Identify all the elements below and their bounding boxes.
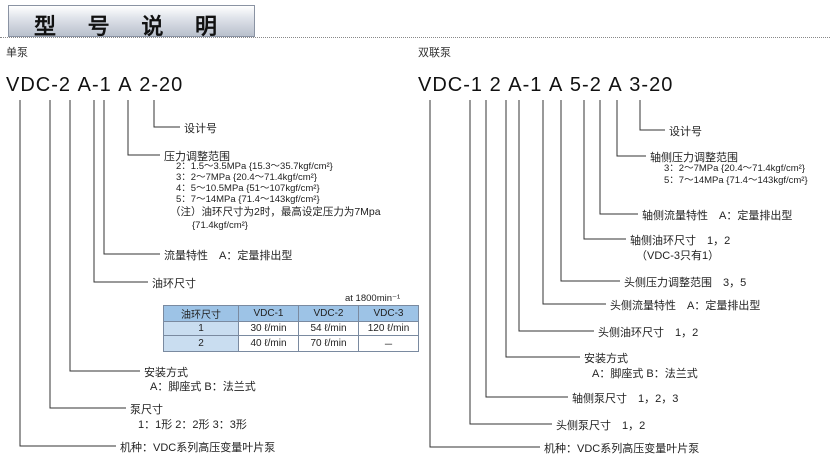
line-d-head-flow [542, 100, 606, 305]
double-pump-section-title: 双联泵 [418, 47, 451, 59]
line-design-no [153, 100, 180, 128]
double-shaft-flow-char: 轴侧流量特性 A：定量排出型 [642, 210, 793, 222]
table-row: 2 40 ℓ/min 70 ℓ/min － [163, 335, 419, 352]
table-cell: 54 ℓ/min [298, 321, 359, 336]
double-mounting-title: 安装方式 [584, 353, 628, 365]
table-cell: 30 ℓ/min [238, 321, 299, 336]
table-header-cell: VDC-1 [238, 305, 299, 322]
table-row-header: 1 [163, 321, 239, 336]
rpm-note: at 1800min⁻¹ [345, 293, 401, 304]
double-head-ring: 头侧油环尺寸 1，2 [598, 327, 699, 339]
line-d-head-pressure [560, 100, 620, 282]
line-flow-char [103, 100, 160, 255]
single-pump-section-title: 单泵 [6, 47, 28, 59]
model-part-shaft-flow: A [608, 74, 623, 96]
model-part-mounting: A [508, 74, 523, 96]
model-part-pressure: 2 [139, 74, 152, 96]
double-head-pump-size: 头侧泵尺寸 1，2 [556, 420, 646, 432]
line-d-mounting [505, 100, 580, 358]
single-pressure-note-unit: {71.4kgf/cm²} [192, 220, 248, 231]
table-header-cell: VDC-2 [298, 305, 359, 322]
double-head-flow-char: 头侧流量特性 A：定量排出型 [610, 300, 761, 312]
single-series-label: 机种：VDC系列高压变量叶片泵 [120, 442, 276, 454]
single-pressure-note: （注）油环尺寸为2时，最高设定压力为7Mpa [170, 206, 381, 218]
single-pressure-title: 压力调整范围 [164, 151, 230, 163]
line-d-shaft-flow [599, 100, 638, 215]
table-row: 1 30 ℓ/min 54 ℓ/min 120 ℓ/min [163, 321, 419, 336]
single-pressure-item: 3：2～7MPa {20.4～71.4kgf/cm²} [176, 172, 317, 183]
single-pressure-item: 5：7～14MPa {71.4～143kgf/cm²} [176, 194, 320, 205]
table-cell: 120 ℓ/min [358, 321, 419, 336]
double-series-label: 机种：VDC系列高压变量叶片泵 [544, 443, 700, 455]
line-d-design-no [639, 100, 665, 131]
single-pressure-item: 4：5～10.5MPa {51～107kgf/cm²} [176, 183, 320, 194]
single-mounting-title: 安装方式 [144, 367, 188, 379]
single-model-code: VDC-2 A-1 A 2-20 [6, 74, 183, 97]
single-ring-size-label: 油环尺寸 [152, 278, 196, 290]
single-mounting-options: A：脚座式 B：法兰式 [150, 381, 256, 393]
double-shaft-pressure-item: 3：2～7MPa {20.4～71.4kgf/cm²} [664, 163, 805, 174]
line-mounting [69, 100, 140, 372]
single-pump-size-options: 1：1形 2：2形 3：3形 [138, 419, 247, 431]
single-pump-size-title: 泵尺寸 [130, 404, 163, 416]
line-d-shaft-pressure [616, 100, 646, 157]
model-part-dash: - [582, 74, 590, 96]
flow-rate-table: 油环尺寸 VDC-1 VDC-2 VDC-3 1 30 ℓ/min 54 ℓ/m… [163, 305, 419, 352]
model-part-dash: - [463, 74, 471, 96]
table-row-header: 2 [163, 335, 239, 352]
single-flow-char: 流量特性 A：定量排出型 [164, 250, 293, 262]
single-pressure-item: 2：1.5～3.5MPa {15.3～35.7kgf/cm²} [176, 161, 333, 172]
model-part-series: VDC [418, 74, 464, 96]
model-part-dash: - [522, 74, 531, 96]
line-d-shaft-ring [583, 100, 626, 240]
model-part-mounting: A [77, 74, 92, 96]
double-head-pressure: 头侧压力调整范围 3，5 [624, 277, 747, 289]
line-pump-size [49, 100, 126, 409]
model-part-dash: - [641, 74, 650, 96]
model-part-ring-size: 1 [99, 74, 112, 96]
model-part-head-flow: A [548, 74, 564, 96]
line-pressure [127, 100, 160, 156]
model-part-shaft-pressure: 3 [629, 74, 642, 96]
single-design-no-label: 设计号 [184, 123, 217, 135]
model-part-pump-size: 2 [58, 74, 72, 96]
line-series [19, 100, 116, 447]
double-shaft-ring-note: （VDC-3只有1） [636, 250, 720, 262]
double-shaft-pressure-item: 5：7～14MPa {71.4～143kgf/cm²} [664, 175, 808, 186]
double-design-no-label: 设计号 [669, 126, 702, 138]
model-part-head-ring: 1 [530, 74, 543, 96]
title-banner: 型 号 说 明 [8, 5, 255, 40]
line-d-head-pump [469, 100, 552, 425]
table-cell: － [358, 335, 419, 352]
page-title: 型 号 说 明 [34, 15, 229, 40]
double-shaft-pump-size: 轴侧泵尺寸 1，2，3 [572, 393, 679, 405]
table-cell: 70 ℓ/min [298, 335, 359, 352]
model-part-design-no: 20 [649, 74, 674, 96]
double-mounting-options: A：脚座式 B：法兰式 [592, 368, 698, 380]
double-shaft-ring: 轴侧油环尺寸 1，2 [630, 235, 731, 247]
double-model-code: VDC-1 2 A-1 A 5-2 A 3-20 [418, 74, 673, 97]
table-header-cell: VDC-3 [358, 305, 419, 322]
line-ring-size [93, 100, 148, 283]
model-part-shaft-ring: 2 [589, 74, 602, 96]
model-part-head-pump-size: 1 [470, 74, 484, 96]
model-part-series: VDC [6, 74, 52, 96]
line-d-head-ring [518, 100, 594, 332]
header-divider [0, 37, 830, 38]
model-part-head-pressure: 5 [569, 74, 583, 96]
model-part-flow-char: A [118, 74, 133, 96]
model-part-design-no: 20 [159, 74, 184, 96]
line-d-series [429, 100, 540, 448]
table-cell: 40 ℓ/min [238, 335, 299, 352]
model-part-dash: - [151, 74, 159, 96]
model-part-shaft-pump-size: 2 [489, 74, 502, 96]
double-shaft-pressure-title: 轴侧压力调整范围 [650, 152, 738, 164]
table-header-cell: 油环尺寸 [163, 305, 239, 322]
model-part-dash: - [51, 74, 59, 96]
model-part-dash: - [91, 74, 100, 96]
table-header-row: 油环尺寸 VDC-1 VDC-2 VDC-3 [163, 305, 419, 322]
line-d-shaft-pump [485, 100, 568, 398]
